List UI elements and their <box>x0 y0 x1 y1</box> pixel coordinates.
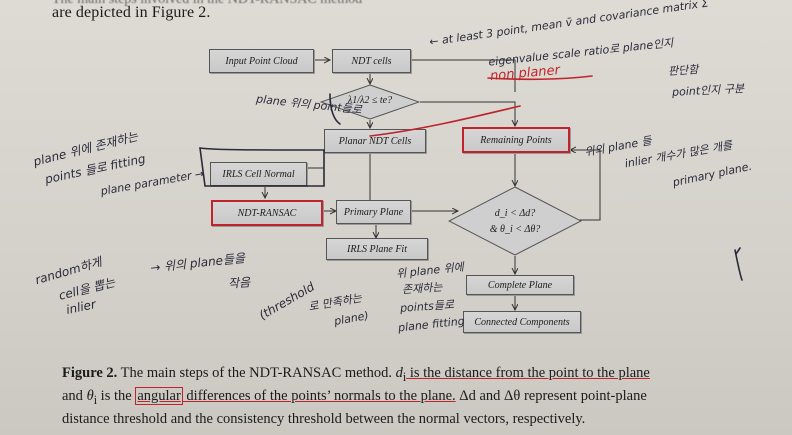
caption-part4: is the <box>97 387 136 404</box>
caption-di-sub: i <box>402 369 407 384</box>
caption-part3: and <box>62 387 87 404</box>
primary-plane-box: Primary Plane <box>336 200 411 224</box>
caption-angular: angular <box>135 386 183 405</box>
eigenvalue-decision-diamond: λ1/λ2 ≤ te? <box>320 84 420 120</box>
irls-plane-fit-box: IRLS Plane Fit <box>326 238 428 260</box>
irls-cell-normal-box: IRLS Cell Normal <box>210 162 307 186</box>
decision-2-line1: d_i < Δd? <box>494 208 536 219</box>
caption-part1: The main steps of the NDT-RANSAC method. <box>117 365 396 381</box>
figure-caption: Figure 2. The main steps of the NDT-RANS… <box>62 364 752 429</box>
ndt-ransac-box: NDT-RANSAC <box>211 200 323 226</box>
figure-label: Figure 2. <box>62 365 118 381</box>
decision-2-line2: & θ_i < Δθ? <box>489 224 541 235</box>
planar-ndt-cells-box: Planar NDT Cells <box>324 129 426 153</box>
annotation-small: 작음 <box>227 275 251 291</box>
caption-part6: Δd and Δθ represent point-plane <box>455 387 647 404</box>
annotation-existing: 존재하는 <box>401 280 443 297</box>
connected-components-box: Connected Components <box>463 311 581 333</box>
caption-theta: θ <box>86 387 94 404</box>
cut-off-text: The main steps involved in the NDT-RANSA… <box>52 0 612 8</box>
top-text-line: are depicted in Figure 2. <box>52 4 211 21</box>
complete-plane-box: Complete Plane <box>466 275 574 295</box>
caption-part5: differences of the points’ normals to th… <box>182 387 456 404</box>
remaining-points-box: Remaining Points <box>462 127 570 153</box>
input-point-cloud-box: Input Point Cloud <box>209 49 314 73</box>
annotation-judge: 판단함 <box>667 62 699 79</box>
caption-part7: distance threshold and the consistency t… <box>62 410 586 427</box>
caption-part2: is the distance from the point to the pl… <box>406 365 650 381</box>
ndt-cells-box: NDT cells <box>332 49 411 73</box>
caption-di: d <box>395 365 403 381</box>
decision-1-label: λ1/λ2 ≤ te? <box>347 95 393 106</box>
distance-angle-decision-diamond: d_i < Δd? & θ_i < Δθ? <box>448 186 582 256</box>
caption-theta-sub: i <box>93 392 98 407</box>
